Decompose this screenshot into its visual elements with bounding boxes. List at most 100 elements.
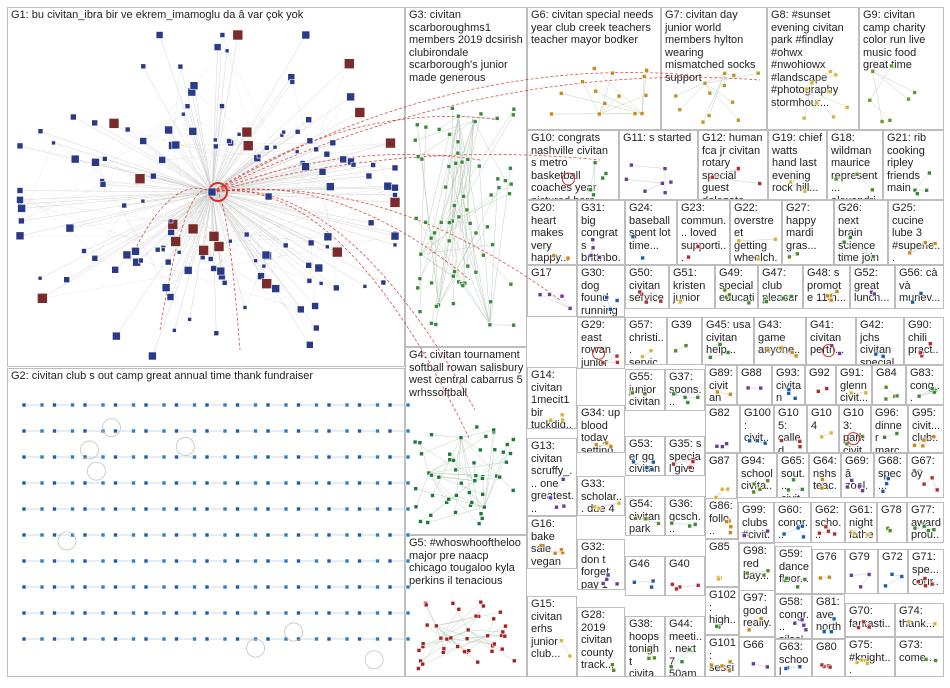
edge-g3 <box>489 168 511 325</box>
edge-g1 <box>211 191 286 246</box>
edge-g3 <box>479 166 491 325</box>
node-g17 <box>567 306 573 311</box>
node-g2 <box>344 454 350 460</box>
node-g1 <box>161 283 171 293</box>
node-g101 <box>727 659 733 665</box>
node-g2 <box>204 454 210 460</box>
node-g3 <box>443 184 448 190</box>
edge-g1 <box>213 96 351 269</box>
node-g1 <box>188 127 198 136</box>
node-g5 <box>462 649 467 654</box>
edge-g5 <box>467 635 488 639</box>
node-g49 <box>727 292 732 298</box>
node-g2 <box>131 584 136 590</box>
node-g2 <box>235 428 240 434</box>
node-g56 <box>918 291 924 296</box>
node-g95 <box>912 443 917 448</box>
edge-g4 <box>484 431 495 508</box>
node-g21 <box>914 191 920 196</box>
node-g2 <box>222 532 228 538</box>
node-g1 <box>148 351 157 361</box>
node-g90 <box>927 341 933 347</box>
node-g3 <box>508 181 514 187</box>
edge-g5 <box>440 616 479 639</box>
node-g94 <box>765 478 771 484</box>
node-g99 <box>765 528 770 534</box>
edge-g1 <box>168 147 276 263</box>
node-g2 <box>357 480 362 486</box>
node-g1 <box>272 144 278 150</box>
node-g80 <box>827 664 833 670</box>
node-g29 <box>614 353 620 359</box>
edge-g1 <box>40 131 213 193</box>
edge-g8 <box>806 88 830 92</box>
node-g3 <box>455 139 461 145</box>
edge-g1 <box>211 155 260 193</box>
node-g2 <box>296 558 301 564</box>
node-g1 <box>208 231 220 242</box>
node-g1 <box>257 272 265 280</box>
node-g47 <box>763 299 769 304</box>
edge-g3 <box>420 127 427 255</box>
node-g15 <box>567 653 573 659</box>
node-g2 <box>405 584 411 590</box>
node-g4 <box>447 457 453 463</box>
node-g48 <box>828 297 834 303</box>
node-g25 <box>922 240 928 245</box>
node-g5 <box>416 648 422 653</box>
node-g2 <box>174 480 179 486</box>
edge-g1 <box>291 77 338 253</box>
node-g5 <box>478 599 484 605</box>
node-g67 <box>929 475 935 481</box>
self-loop-g2 <box>284 622 303 642</box>
node-g9 <box>912 90 917 95</box>
node-g5 <box>481 603 486 609</box>
node-g4 <box>413 486 419 492</box>
node-g5 <box>465 627 471 633</box>
node-g4 <box>476 521 482 526</box>
self-loop-g2 <box>175 437 195 456</box>
node-g2 <box>326 532 332 538</box>
node-g2 <box>283 584 289 590</box>
node-g1 <box>242 305 248 310</box>
node-g2 <box>100 506 106 512</box>
node-g2 <box>143 480 149 486</box>
node-g6 <box>549 111 554 117</box>
edge-g1 <box>152 191 213 357</box>
node-g2 <box>296 636 301 642</box>
node-g3 <box>485 224 490 230</box>
edge-g3 <box>431 116 459 283</box>
node-g103 <box>860 434 865 439</box>
edge-g1 <box>143 66 213 193</box>
node-g2 <box>70 584 75 590</box>
node-g2 <box>222 454 228 460</box>
node-g70 <box>861 619 866 625</box>
node-g2 <box>192 428 197 434</box>
node-g2 <box>174 454 179 460</box>
node-g8 <box>809 80 815 86</box>
node-g1 <box>343 58 355 70</box>
edge-g1 <box>73 116 213 193</box>
node-g2 <box>161 454 167 460</box>
node-g2 <box>375 428 380 434</box>
node-g16 <box>552 550 558 556</box>
node-g5 <box>423 602 429 608</box>
node-g3 <box>452 269 457 274</box>
node-g71 <box>929 581 935 587</box>
node-g2 <box>143 584 149 590</box>
node-g2 <box>283 428 289 434</box>
node-g2 <box>39 402 45 408</box>
node-g43 <box>765 347 771 353</box>
node-g2 <box>387 454 393 460</box>
edge-g1 <box>69 187 396 229</box>
node-g2 <box>326 506 332 512</box>
node-g3 <box>429 280 434 286</box>
node-g2 <box>344 636 350 642</box>
edge-g4 <box>428 461 507 474</box>
node-g2 <box>375 506 380 512</box>
node-g101 <box>709 662 714 668</box>
node-g60 <box>781 531 787 537</box>
node-g11 <box>659 181 665 186</box>
edge-g7 <box>679 83 706 110</box>
edge-g3 <box>458 116 484 256</box>
